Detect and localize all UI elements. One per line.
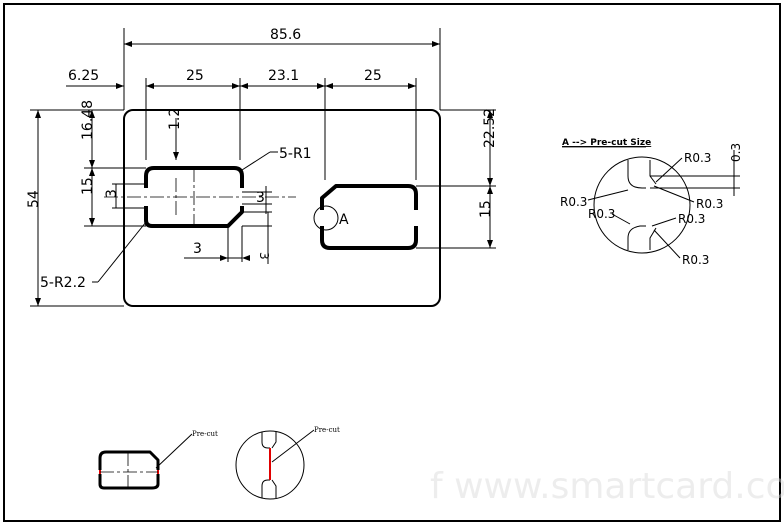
detail-r-bottom-right: R0.3 — [682, 253, 709, 267]
precut-thumbnail-right: Pre-cut — [235, 426, 340, 500]
dim-3-left: 3 — [104, 189, 120, 198]
precut-label-right: Pre-cut — [314, 426, 340, 434]
label-5-r2-2: 5-R2.2 — [40, 275, 86, 291]
detail-r-mid-right: R0.3 — [696, 197, 723, 211]
detail-title: A --> Pre-cut Size — [562, 138, 651, 148]
watermark: f www.smartcard.com — [430, 466, 784, 507]
dim-22-52: 22.52 — [482, 108, 498, 148]
dim-85-6: 85.6 — [270, 27, 301, 43]
dim-3-bottom: 3 — [193, 241, 202, 257]
dim-6-25: 6.25 — [68, 68, 99, 84]
detail-r-top-left: R0.3 — [560, 195, 587, 209]
dimension-overall-width: 85.6 — [123, 27, 441, 110]
dim-23-1: 23.1 — [268, 68, 299, 84]
dimension-notch: 1.2 — [167, 108, 183, 160]
precut-thumbnail-left: Pre-cut — [98, 430, 218, 490]
detail-gap: 0.3 — [729, 143, 743, 162]
dim-1-2: 1.2 — [167, 108, 183, 130]
left-sim-cutout — [104, 166, 296, 228]
drawing-frame — [3, 3, 781, 522]
right-sim-cutout: A — [313, 184, 418, 250]
dimension-left-sim: 16.48 15 3 — [80, 100, 146, 227]
label-5-r1: 5-R1 — [279, 146, 312, 162]
card-outline — [123, 109, 441, 307]
detail-r-mid-left: R0.3 — [588, 207, 615, 221]
detail-a: A --> Pre-cut Size 0.3 R0.3 R0.3 R0.3 R0… — [560, 138, 743, 267]
leader-5-r1: 5-R1 — [241, 146, 312, 171]
detail-r-top-right: R0.3 — [684, 151, 711, 165]
dimension-height: 54 — [26, 109, 124, 307]
dim-15-right: 15 — [478, 200, 494, 218]
dim-16-48: 16.48 — [80, 100, 96, 140]
detail-r-mid-right-2: R0.3 — [678, 212, 705, 226]
dim-15-left: 15 — [80, 177, 96, 195]
dimension-right-sim-small: 3 3 3 — [184, 186, 272, 264]
precut-label-left: Pre-cut — [192, 430, 218, 438]
leader-5-r2-2: 5-R2.2 — [40, 221, 147, 291]
dim-3-right: 3 — [256, 190, 265, 206]
label-a: A — [339, 212, 349, 228]
dimension-chain: 6.25 25 23.1 25 — [66, 68, 417, 180]
dim-54: 54 — [26, 190, 42, 208]
detail-circle — [593, 156, 691, 254]
dimension-right: 22.52 15 — [416, 108, 498, 249]
dim-3-bottom-right: 3 — [257, 252, 271, 260]
detail-circle-a — [313, 205, 339, 231]
dim-25-a: 25 — [186, 68, 204, 84]
dim-25-b: 25 — [364, 68, 382, 84]
